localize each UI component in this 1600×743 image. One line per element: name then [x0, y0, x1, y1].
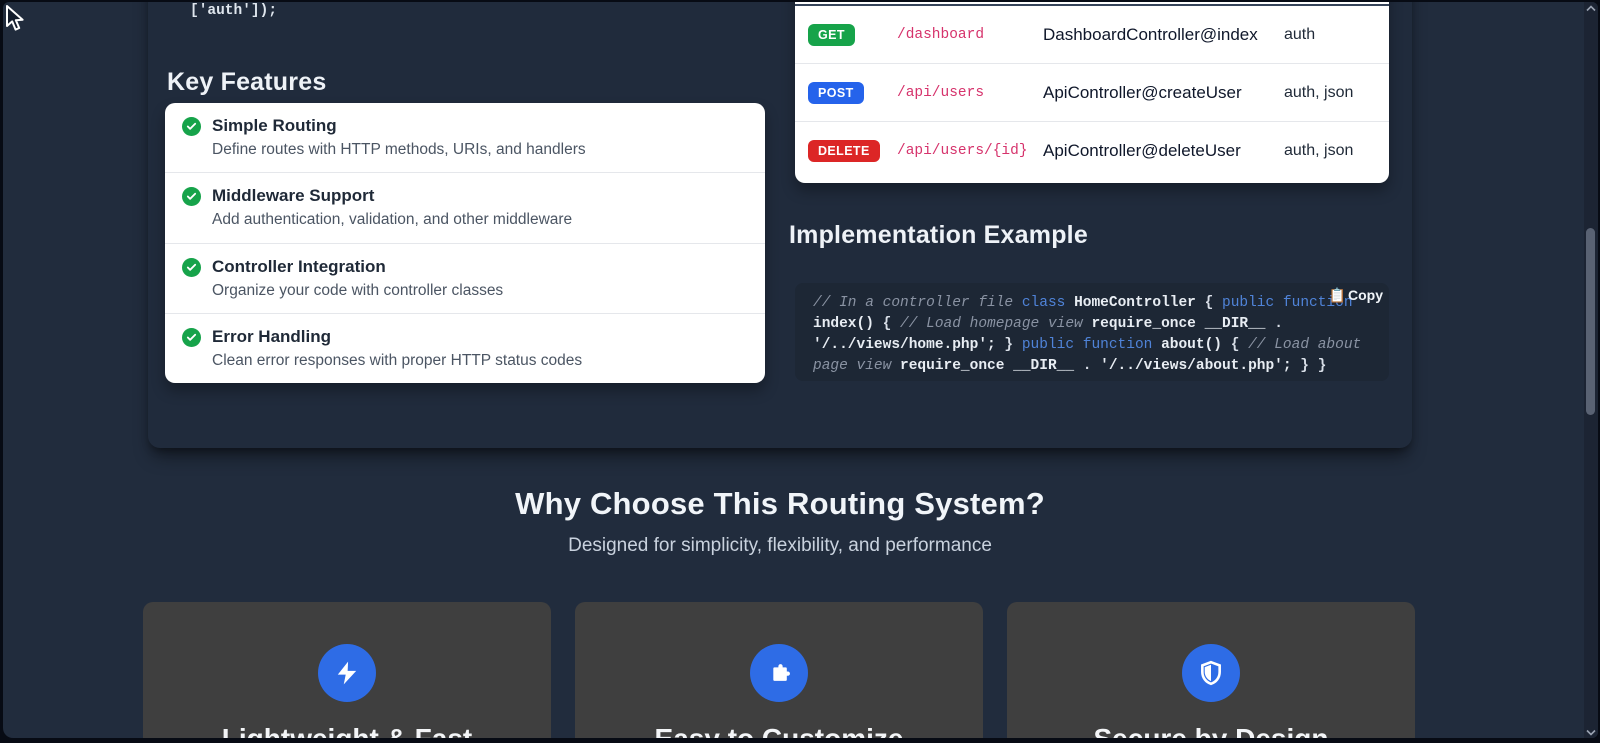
route-path: /api/users/{id}	[897, 143, 1028, 159]
benefit-cards-row: Lightweight & Fast Easy to Customize	[143, 602, 1415, 738]
feature-desc: Add authentication, validation, and othe…	[212, 211, 573, 229]
clipboard-icon: 📋	[1328, 287, 1346, 303]
feature-title: Middleware Support	[212, 186, 375, 206]
code-block: // In a controller file class HomeContro…	[795, 283, 1389, 381]
mouse-cursor-icon	[4, 5, 26, 38]
features-card: Simple Routing Define routes with HTTP m…	[165, 103, 765, 383]
feature-desc: Organize your code with controller class…	[212, 281, 504, 299]
feature-desc: Clean error responses with proper HTTP s…	[212, 351, 583, 369]
feature-row: Controller Integration Organize your cod…	[165, 244, 765, 314]
benefit-card-title: Lightweight & Fast	[222, 723, 472, 738]
vertical-scrollbar[interactable]	[1584, 2, 1598, 738]
route-path: /dashboard	[897, 26, 985, 43]
route-middleware: auth, json	[1284, 83, 1354, 101]
check-circle-icon	[182, 257, 201, 277]
feature-row: Error Handling Clean error responses wit…	[165, 314, 765, 383]
scroll-up-icon[interactable]	[1584, 2, 1598, 14]
route-path: /api/users	[897, 84, 985, 101]
table-row: POST /api/users ApiController@createUser…	[795, 64, 1389, 122]
route-middleware: auth, json	[1284, 142, 1354, 159]
method-badge: GET	[808, 23, 855, 46]
benefit-card-secure: Secure by Design	[1007, 602, 1415, 738]
key-features-heading: Key Features	[167, 68, 327, 96]
feature-row: Middleware Support Add authentication, v…	[165, 173, 765, 244]
feature-title: Simple Routing	[212, 116, 337, 136]
why-subheading: Designed for simplicity, flexibility, an…	[568, 535, 992, 556]
page-content: ['auth']); Key Features Simple Routing D…	[3, 2, 1598, 738]
routes-table-header-stub	[795, 2, 1389, 6]
code-content: // In a controller file class HomeContro…	[813, 295, 1362, 374]
implementation-heading: Implementation Example	[789, 221, 1088, 249]
scrollbar-thumb[interactable]	[1586, 228, 1595, 415]
route-middleware: auth	[1284, 25, 1316, 43]
route-handler: ApiController@createUser	[1043, 82, 1242, 102]
table-row: DELETE /api/users/{id} ApiController@del…	[795, 122, 1389, 180]
method-badge: POST	[808, 81, 864, 104]
bolt-icon	[318, 644, 376, 702]
benefit-card-title: Easy to Customize	[655, 723, 904, 738]
why-heading: Why Choose This Routing System?	[515, 486, 1045, 521]
scroll-down-icon[interactable]	[1584, 726, 1598, 738]
method-badge: DELETE	[808, 140, 880, 162]
benefit-card-customize: Easy to Customize	[575, 602, 983, 738]
copy-button-label: Copy	[1348, 287, 1383, 303]
copy-button[interactable]: 📋 Copy	[1329, 285, 1383, 306]
puzzle-icon	[750, 644, 808, 702]
check-circle-icon	[182, 187, 201, 207]
shield-icon	[1182, 644, 1240, 702]
table-row: GET /dashboard DashboardController@index…	[795, 6, 1389, 64]
route-handler: ApiController@deleteUser	[1043, 141, 1241, 160]
routes-table: GET /dashboard DashboardController@index…	[795, 2, 1389, 183]
feature-desc: Define routes with HTTP methods, URIs, a…	[212, 141, 586, 159]
check-circle-icon	[182, 327, 201, 347]
check-circle-icon	[182, 117, 201, 137]
route-handler: DashboardController@index	[1043, 24, 1258, 44]
feature-row: Simple Routing Define routes with HTTP m…	[165, 103, 765, 174]
code-fragment: ['auth']);	[190, 3, 278, 19]
feature-title: Controller Integration	[212, 256, 386, 276]
benefit-card-title: Secure by Design	[1094, 723, 1329, 738]
feature-title: Error Handling	[212, 326, 332, 346]
benefit-card-lightweight: Lightweight & Fast	[143, 602, 551, 738]
